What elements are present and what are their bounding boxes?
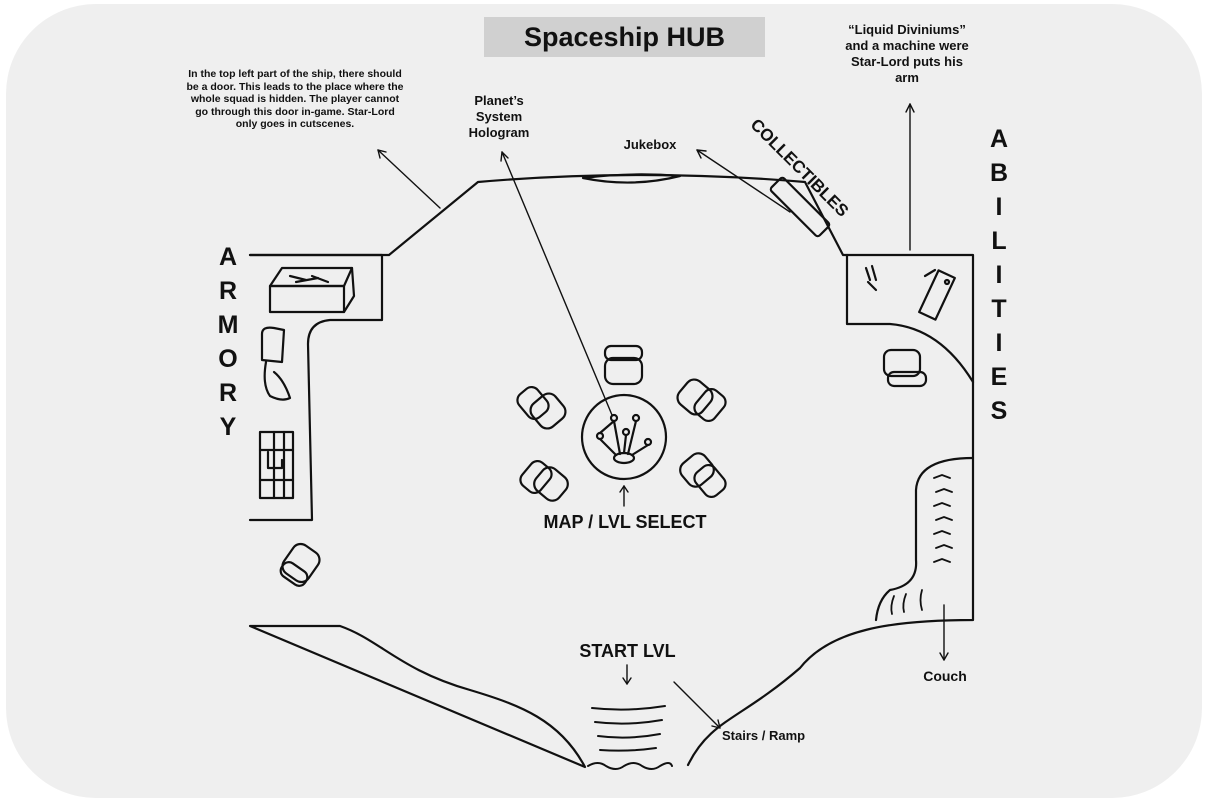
jukebox-label: Jukebox [623,137,677,152]
start-lvl-label: START LVL [579,641,676,661]
abilities-letter: L [991,227,1007,255]
armory-stand [260,326,292,401]
stairs-label: Stairs / Ramp [722,728,806,743]
table-chair-lower-left [519,459,569,502]
stairs-ramp [587,705,673,770]
map-select-label: MAP / LVL SELECT [543,512,707,532]
jukebox-shape [581,173,682,184]
title-box: Spaceship HUB [484,17,765,57]
armory-letter: M [217,311,239,339]
abilities-letter: E [990,363,1008,391]
abilities-counter [845,253,975,384]
armory-letter: R [218,277,238,305]
leaders [377,103,949,729]
couch-label: Couch [923,668,967,684]
armory-counter [248,253,384,522]
armory-letter: R [218,379,238,407]
blueprint-panel [258,430,295,500]
armory-letter: Y [219,413,237,441]
armory-chair [279,542,321,587]
abilities-letter: B [989,159,1009,187]
weapon-crate [268,266,356,314]
table-chair-top [603,344,644,386]
table-chair-lower-right [679,452,727,499]
ship-outline [248,173,975,769]
abilities-items [864,264,956,321]
abilities-letter: A [989,125,1009,153]
hologram-label: Planet’s System Hologram [468,93,530,140]
abilities-letter: I [995,261,1003,289]
table-chair-upper-left [516,385,567,430]
abilities-letter: I [995,329,1003,357]
abilities-letter: T [991,295,1007,323]
abilities-chair [882,348,928,388]
liquid-diviniums-label: “Liquid Diviniums” and a machine were St… [845,22,969,85]
hologram-nodes [595,413,653,465]
couch-lines [890,474,953,615]
door-note: In the top left part of the ship, there … [186,68,404,130]
armory-letter: A [218,243,238,271]
page-title: Spaceship HUB [523,21,726,52]
collectibles-case [769,176,831,238]
abilities-letter: S [990,397,1008,425]
couch [874,456,975,622]
hologram-table [580,393,668,481]
abilities-letter: I [995,193,1003,221]
table-chair-upper-right [676,378,727,423]
armory-letter: O [218,345,238,373]
